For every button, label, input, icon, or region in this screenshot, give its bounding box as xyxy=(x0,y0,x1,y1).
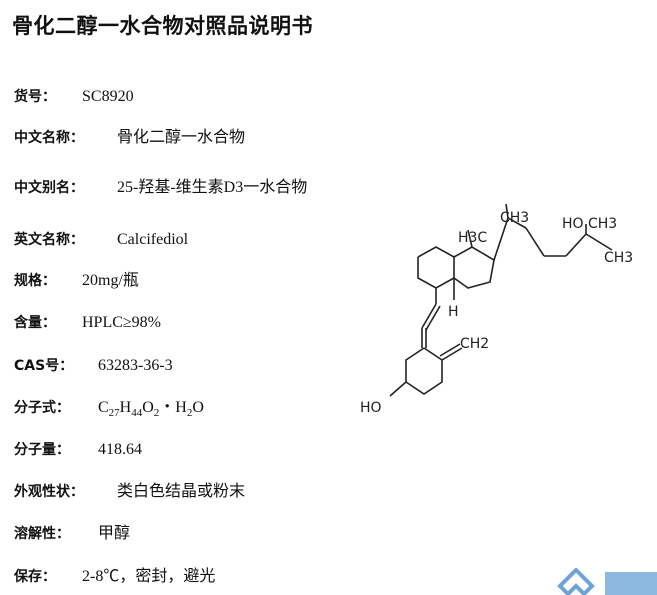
value: 甲醇 xyxy=(98,525,131,542)
ch3-label: CH3 xyxy=(500,210,529,226)
value: C27H44O2・H2O xyxy=(98,399,204,420)
page-title: 骨化二醇一水合物对照品说明书 xyxy=(12,14,313,38)
ho-left-label: HO xyxy=(360,400,382,416)
h-label: H xyxy=(448,304,459,320)
value: 20mg/瓶 xyxy=(82,272,139,289)
chemical-structure: H3C CH3 HO CH3 CH3 H CH2 HO xyxy=(360,203,633,416)
label: 溶解性： xyxy=(14,526,70,542)
label: CAS号： xyxy=(14,358,74,374)
brand-logo-icon xyxy=(557,568,595,595)
ho-ch3-label: HO CH3 xyxy=(562,216,617,232)
value: 25-羟基-维生素D3一水合物 xyxy=(117,179,308,196)
label: 货号： xyxy=(14,89,56,105)
value: 63283-36-3 xyxy=(98,357,173,374)
value: 类白色结晶或粉末 xyxy=(117,483,246,500)
label: 保存： xyxy=(14,569,56,585)
label: 分子式： xyxy=(14,400,70,416)
brand-bar xyxy=(605,572,657,595)
ch2-label: CH2 xyxy=(460,336,489,352)
value: Calcifediol xyxy=(117,231,189,248)
value: SC8920 xyxy=(82,88,134,105)
h3c-label: H3C xyxy=(458,230,487,246)
label: 含量： xyxy=(14,315,56,331)
ch3-right-label: CH3 xyxy=(604,250,633,266)
label: 外观性状： xyxy=(14,484,84,500)
label: 中文名称： xyxy=(14,130,84,146)
value: 2-8℃，密封，避光 xyxy=(82,568,216,585)
value: 418.64 xyxy=(98,441,142,458)
value: 骨化二醇一水合物 xyxy=(117,129,246,146)
label: 规格： xyxy=(14,273,56,289)
label: 分子量： xyxy=(14,442,70,458)
label: 中文别名： xyxy=(14,180,84,196)
label: 英文名称： xyxy=(14,232,84,248)
value: HPLC≥98% xyxy=(82,314,162,331)
